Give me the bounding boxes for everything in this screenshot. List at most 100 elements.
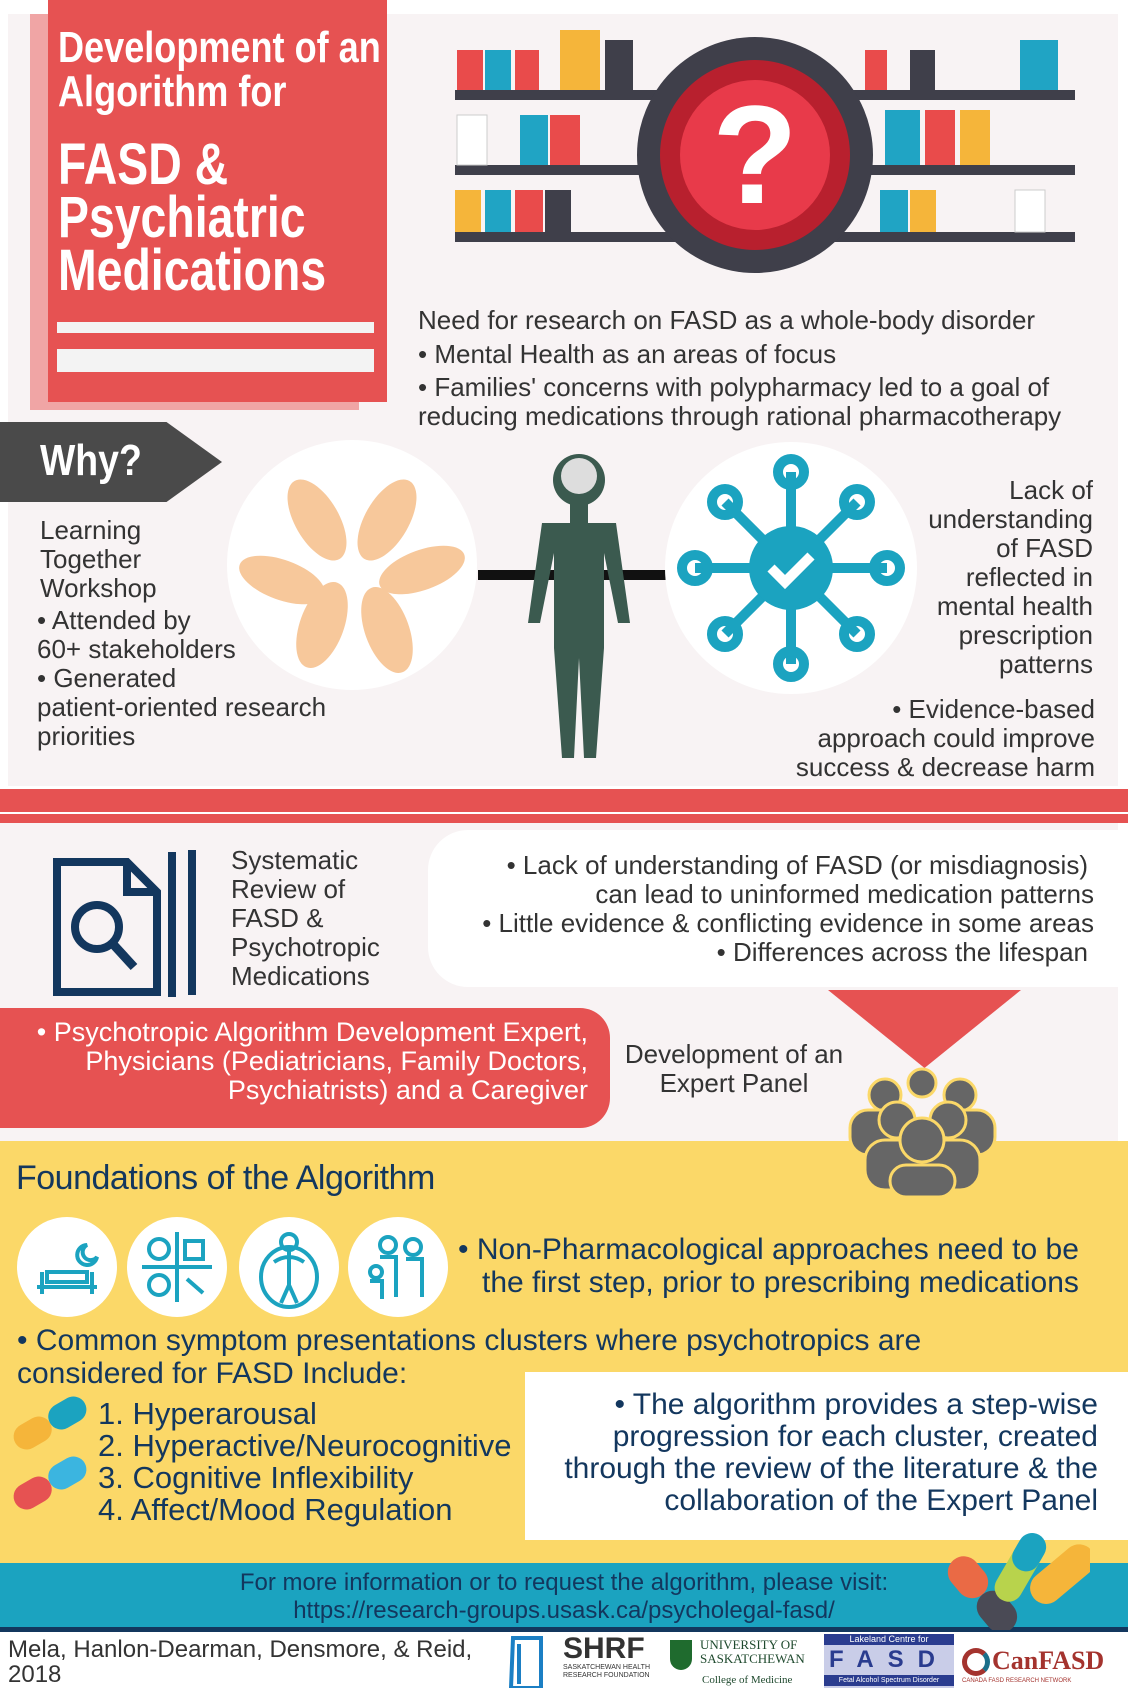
cluster-item: 1. Hyperarousal xyxy=(98,1396,317,1431)
lack-text: Lack of understanding of FASD reflected … xyxy=(928,476,1093,679)
foundations-title: Foundations of the Algorithm xyxy=(16,1159,435,1197)
lack-line: reflected in xyxy=(965,562,1093,592)
panel-member-line: • Psychotropic Algorithm Development Exp… xyxy=(36,1017,588,1047)
authors-citation: Mela, Hanlon-Dearman, Densmore, & Reid, … xyxy=(8,1637,472,1687)
nutrition-icon xyxy=(127,1217,227,1317)
lack-line: prescription xyxy=(958,620,1093,650)
evidence-text: • Evidence-based approach could improve … xyxy=(796,695,1095,782)
canfasd-text: CanFASD xyxy=(992,1646,1105,1675)
info-text: For more information or to request the a… xyxy=(239,1569,889,1596)
common-line: considered for FASD Include: xyxy=(17,1357,408,1390)
workshop-bullet: • Attended by xyxy=(37,605,191,635)
review-bullet: • Little evidence & conflicting evidence… xyxy=(482,908,1094,938)
review-bullet: can lead to uninformed medication patter… xyxy=(595,879,1094,909)
usask-logo-text: UNIVERSITY OF SASKATCHEWAN xyxy=(700,1637,805,1666)
title-line: FASD & xyxy=(58,132,229,197)
stepwise-line: progression for each cluster, created xyxy=(612,1420,1098,1453)
nonpharm-line: • Non-Pharmacological approaches need to… xyxy=(458,1233,1079,1266)
medicine-shelves-illustration: ? xyxy=(455,30,1075,273)
clusters-list: 1. Hyperarousal 2. Hyperactive/Neurocogn… xyxy=(98,1398,512,1526)
pills-decoration-icon xyxy=(947,1532,1090,1630)
lakeland-text: Lakeland Centre for xyxy=(824,1634,954,1645)
sleep-icon xyxy=(17,1217,117,1317)
info-url-link[interactable]: https://research-groups.usask.ca/psychol… xyxy=(293,1597,835,1624)
canfasd-subtext: CANADA FASD RESEARCH NETWORK xyxy=(962,1678,1072,1684)
review-title-line: Review of xyxy=(231,874,346,904)
shrf-logo: SHRF SASKATCHEWAN HEALTH RESEARCH FOUNDA… xyxy=(503,1632,653,1688)
fasd-subtext: Fetal Alcohol Spectrum Disorder xyxy=(824,1675,954,1686)
why-label: Why? xyxy=(40,436,142,485)
human-figure-icon xyxy=(528,454,630,758)
workshop-bullet: 60+ stakeholders xyxy=(37,634,236,664)
workshop-title: Learning Together Workshop xyxy=(40,516,157,603)
cluster-item: 2. Hyperactive/Neurocognitive xyxy=(98,1428,512,1463)
shrf-logo-subtext: SASKATCHEWAN HEALTH RESEARCH FOUNDATION xyxy=(563,1664,650,1679)
group-people-icon xyxy=(848,1067,997,1197)
title-line: Medications xyxy=(58,238,327,303)
evidence-line: approach could improve xyxy=(817,723,1096,753)
hands-circle xyxy=(227,440,477,690)
network-check-icon xyxy=(677,454,905,682)
expert-panel-line: Development of an xyxy=(624,1039,844,1069)
lack-line: Lack of xyxy=(1009,475,1093,505)
nonpharm-text: • Non-Pharmacological approaches need to… xyxy=(458,1233,1079,1299)
authors: Mela, Hanlon-Dearman, Densmore, & Reid, xyxy=(8,1636,473,1663)
need-bullet: • Mental Health as an areas of focus xyxy=(418,339,837,369)
need-bullet: reducing medications through rational ph… xyxy=(418,401,1062,431)
panel-member-line: Psychiatrists) and a Caregiver xyxy=(227,1075,588,1105)
lack-line: of FASD xyxy=(996,533,1093,563)
title-bar xyxy=(57,322,374,333)
usask-logo: UNIVERSITY OF SASKATCHEWAN College of Me… xyxy=(668,1636,818,1688)
network-circle xyxy=(665,442,917,694)
title-box: Development of an Algorithm for FASD & P… xyxy=(48,0,387,402)
workshop-line: Learning xyxy=(40,515,142,545)
cluster-item: 4. Affect/Mood Regulation xyxy=(98,1492,453,1527)
divider-line xyxy=(0,1627,1128,1632)
lack-line: understanding xyxy=(928,504,1093,534)
nonpharm-line: the first step, prior to prescribing med… xyxy=(482,1266,1079,1299)
canfasd-logo: CanFASD CANADA FASD RESEARCH NETWORK xyxy=(962,1640,1124,1686)
usask-logo-subtext: College of Medicine xyxy=(702,1674,793,1686)
review-title: Systematic Review of FASD & Psychotropic… xyxy=(231,846,380,991)
review-bullet: • Lack of understanding of FASD (or misd… xyxy=(506,850,1088,880)
panel-member-line: Physicians (Pediatricians, Family Doctor… xyxy=(85,1046,588,1076)
panel-members-box: • Psychotropic Algorithm Development Exp… xyxy=(0,1008,610,1128)
need-heading: Need for research on FASD as a whole-bod… xyxy=(418,305,1036,335)
usask-crest-icon xyxy=(670,1640,692,1670)
common-text: • Common symptom presentations clusters … xyxy=(17,1324,921,1390)
shrf-logo-text: SHRF xyxy=(563,1632,645,1665)
stepwise-box xyxy=(525,1372,1128,1540)
review-bullets: • Lack of understanding of FASD (or misd… xyxy=(482,851,1094,967)
lack-line: patterns xyxy=(999,649,1093,679)
stepwise-line: through the review of the literature & t… xyxy=(564,1452,1098,1485)
pills-icon xyxy=(13,1396,87,1510)
review-title-line: FASD & xyxy=(231,903,324,933)
workshop-bullet: patient-oriented research xyxy=(37,692,327,722)
review-title-line: Psychotropic xyxy=(231,932,380,962)
review-title-line: Medications xyxy=(231,961,370,991)
workshop-line: Together xyxy=(40,544,142,574)
why-banner: Why? xyxy=(0,422,222,502)
fasd-text: FASD xyxy=(828,1646,949,1673)
cluster-item: 3. Cognitive Inflexibility xyxy=(98,1460,414,1495)
workshop-bullet: • Generated xyxy=(37,663,177,693)
expert-panel-label: Development of an Expert Panel xyxy=(614,1040,854,1098)
review-title-line: Systematic xyxy=(231,845,359,875)
evidence-line: • Evidence-based xyxy=(892,694,1095,724)
title-line: Development of an xyxy=(58,23,381,72)
info-banner: For more information or to request the a… xyxy=(0,1563,1128,1627)
svg-text:?: ? xyxy=(712,76,798,233)
hands-icon xyxy=(239,479,465,673)
document-search-icon xyxy=(53,850,196,997)
common-line: • Common symptom presentations clusters … xyxy=(17,1324,922,1357)
year: 2018 xyxy=(8,1661,62,1688)
divider-band xyxy=(0,814,1128,823)
title-bar xyxy=(57,349,374,372)
stepwise-line: • The algorithm provides a step-wise xyxy=(614,1388,1098,1421)
lakeland-fasd-logo: Lakeland Centre for FASD Fetal Alcohol S… xyxy=(824,1634,954,1688)
title-line: Psychiatric xyxy=(58,185,306,250)
canfasd-swirl-icon xyxy=(962,1648,990,1676)
expert-panel-line: Expert Panel xyxy=(659,1068,809,1098)
workshop-bullets: • Attended by 60+ stakeholders • Generat… xyxy=(37,606,326,751)
workshop-line: Workshop xyxy=(40,573,157,603)
